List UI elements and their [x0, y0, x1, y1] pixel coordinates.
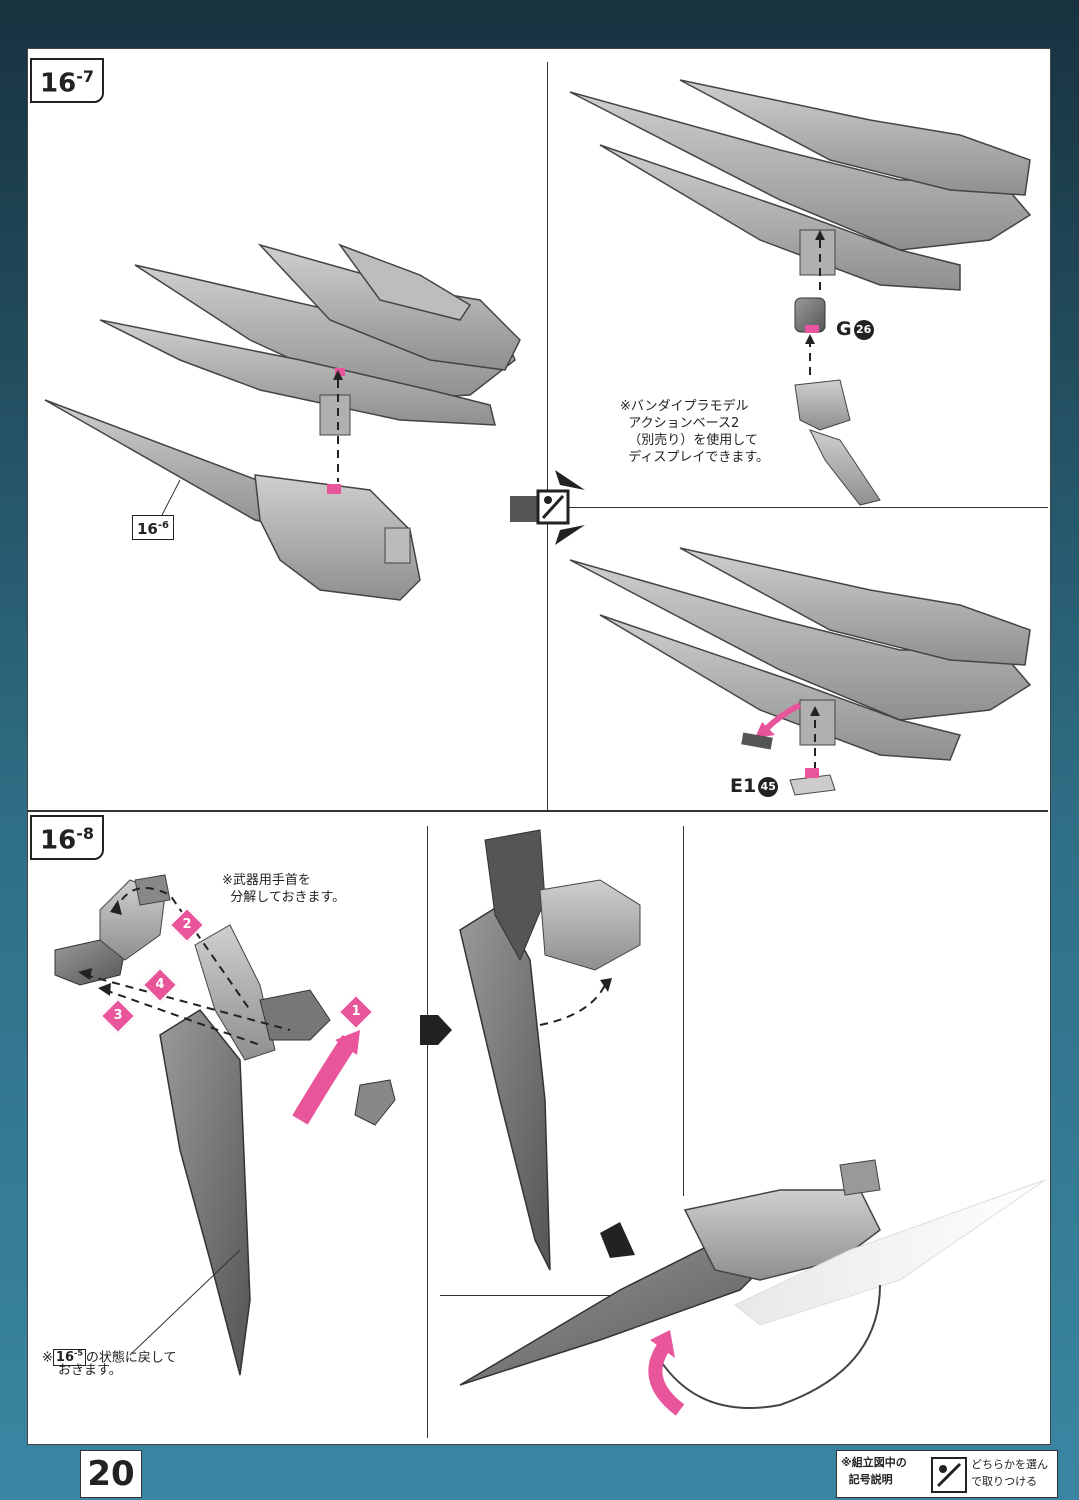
step-16-8-sub: -8 [76, 824, 94, 843]
sword-with-hand [459, 829, 641, 1271]
divider-vertical-top [547, 62, 548, 810]
legend-desc: どちらかを選ん で取りつける [971, 1458, 1048, 1488]
blade-16-6 [44, 399, 421, 601]
symbol-legend: ※組立図中の 記号説明 どちらかを選ん で取りつける [836, 1450, 1058, 1498]
part-e1-45 [789, 768, 836, 796]
step-16-7-label: 16-7 [30, 58, 104, 103]
choose-one-legend-icon [931, 1457, 967, 1493]
divider-vertical-bottom-left [427, 826, 428, 1438]
divider-bottom-step [440, 1295, 684, 1296]
wing-unit-right-top [569, 79, 1032, 291]
step-16-8-main: 16 [40, 825, 77, 856]
ref-16-6: 16-6 [132, 515, 174, 540]
divider-horizontal-right [548, 507, 1048, 508]
page-number: 20 [80, 1450, 142, 1498]
ref-16-5: 16-5 [52, 1349, 86, 1367]
wing-unit-left [99, 243, 521, 436]
part-g26 [794, 297, 826, 333]
final-sword [459, 1159, 1046, 1386]
divider-vertical-bottom-right [683, 826, 684, 1196]
divider-section [28, 810, 1048, 812]
display-note: ※バンダイプラモデル アクションベース2 （別売り）を使用して ディスプレイでき… [620, 399, 770, 465]
next-step-arrow-2 [600, 1222, 635, 1258]
action-base-arm [794, 379, 881, 506]
choose-one-icon [510, 470, 585, 545]
next-step-arrow [420, 1015, 452, 1045]
step-16-7-main: 16 [40, 68, 77, 99]
sword-grip-assembly [159, 924, 396, 1376]
hand-disassemble-note: ※武器用手首を 分解しておきます。 [222, 873, 346, 905]
step-16-7-sub: -7 [76, 67, 94, 86]
wing-unit-right-bottom [569, 547, 1032, 761]
legend-title: ※組立図中の 記号説明 [841, 1456, 907, 1486]
weapon-hand-parts [54, 874, 171, 986]
return-state-note-line2: おきます。 [58, 1363, 122, 1378]
step-16-8-label: 16-8 [30, 815, 104, 860]
